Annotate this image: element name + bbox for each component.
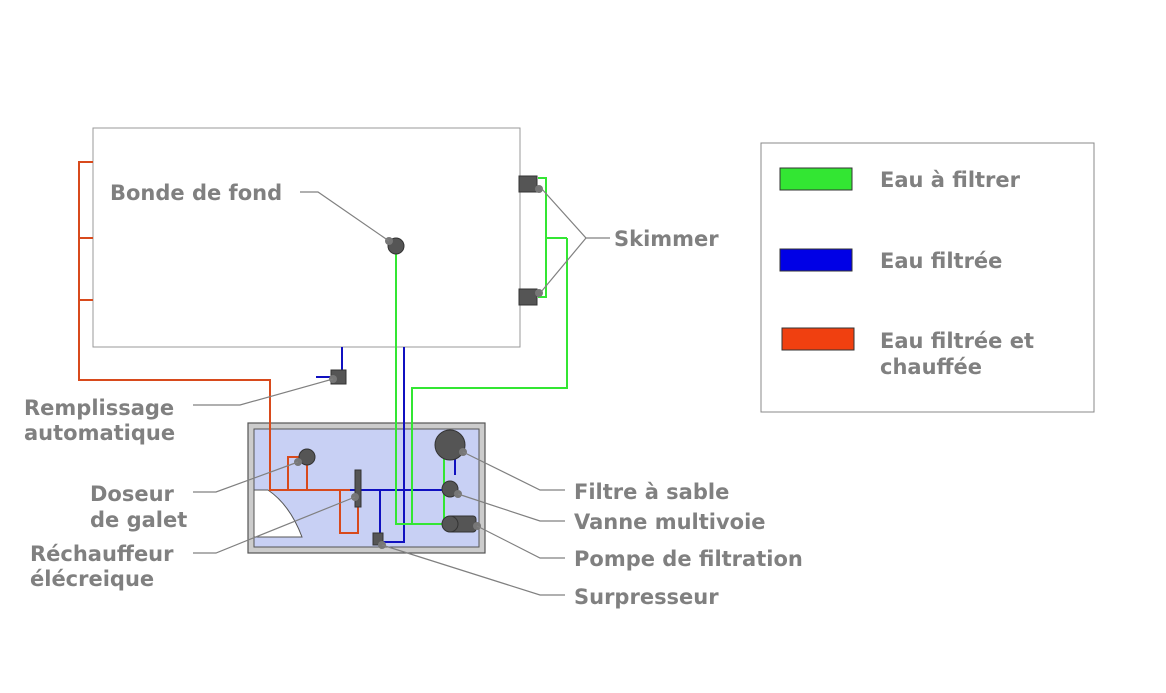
skimmer-top xyxy=(518,175,543,193)
label-doseur-line2: de galet xyxy=(90,508,187,532)
vanne-multivoie xyxy=(441,480,462,498)
orange-pipes xyxy=(78,161,359,534)
label-remplissage-line1: Remplissage xyxy=(24,396,174,420)
legend-label-orange-line1: Eau filtrée et xyxy=(880,329,1034,353)
label-doseur-line1: Doseur xyxy=(90,482,175,506)
legend-label-blue: Eau filtrée xyxy=(880,249,1002,273)
label-surpresseur: Surpresseur xyxy=(574,585,719,609)
label-rechauffeur-line1: Réchauffeur xyxy=(30,542,174,566)
blue-pipes xyxy=(316,347,456,543)
legend-swatch-orange xyxy=(781,327,855,351)
label-rechauffeur-line2: élécreique xyxy=(30,567,154,591)
skimmer-bottom xyxy=(518,288,543,306)
legend-swatch-blue xyxy=(779,248,853,272)
remplissage-automatique xyxy=(329,369,347,385)
leader-lines xyxy=(193,187,610,596)
doseur-de-galet xyxy=(294,448,316,466)
bonde-de-fond xyxy=(385,237,405,255)
label-skimmer: Skimmer xyxy=(614,227,719,251)
legend-label-orange-line2: chauffée xyxy=(880,355,982,379)
filtre-a-sable xyxy=(434,429,467,461)
label-vanne-multivoie: Vanne multivoie xyxy=(574,510,766,534)
label-pompe-de-filtration: Pompe de filtration xyxy=(574,547,803,571)
legend-swatch-green xyxy=(779,167,853,191)
green-pipes xyxy=(395,177,568,525)
legend-label-green: Eau à filtrer xyxy=(880,168,1021,192)
label-bonde-de-fond: Bonde de fond xyxy=(110,181,282,205)
label-filtre-a-sable: Filtre à sable xyxy=(574,480,729,504)
label-remplissage-line2: automatique xyxy=(24,421,175,445)
legend: Eau à filtrer Eau filtrée Eau filtrée et… xyxy=(760,142,1095,413)
pompe-de-filtration xyxy=(441,515,481,533)
pool-basin xyxy=(92,127,521,348)
